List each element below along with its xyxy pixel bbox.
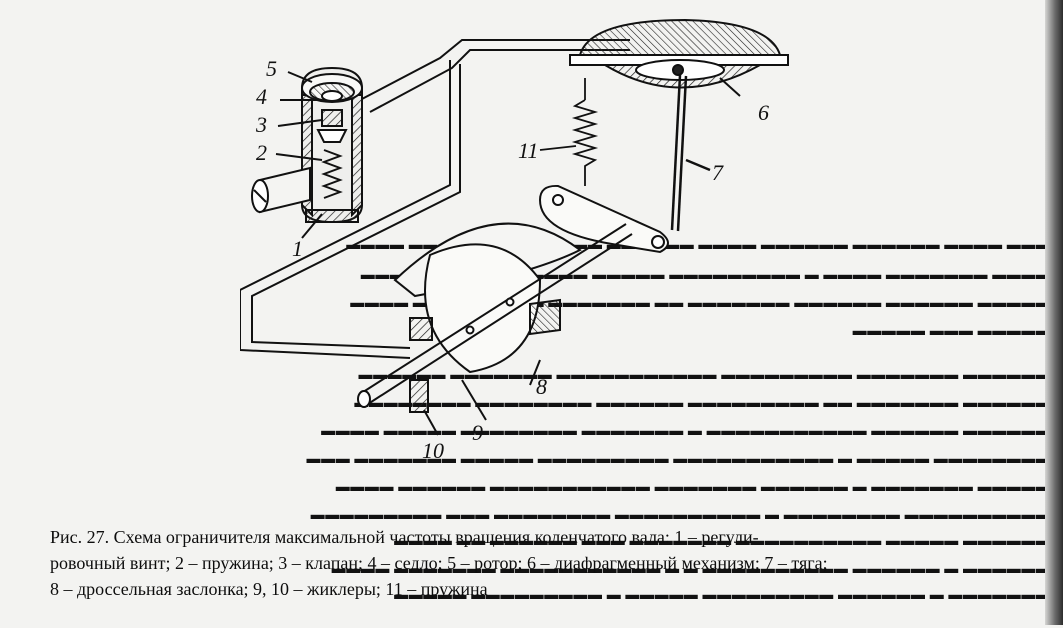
- label-6: 6: [758, 100, 769, 125]
- throttle-valve: [357, 222, 633, 408]
- diaphragm-mechanism: [569, 18, 789, 97]
- label-3: 3: [255, 112, 267, 137]
- label-4: 4: [256, 84, 267, 109]
- caption-line-2: ровочный винт; 2 – пружина; 3 – клапан; …: [50, 553, 828, 573]
- spring-11: [539, 78, 599, 186]
- label-5: 5: [266, 56, 277, 81]
- limiter-diagram: 5 4 3 2 1 6 7 11 8 9 10: [240, 18, 789, 463]
- label-11: 11: [518, 138, 538, 163]
- label-7: 7: [712, 160, 724, 185]
- caption-line-1: Рис. 27. Схема ограничителя максимальной…: [50, 527, 759, 547]
- label-9: 9: [472, 420, 483, 445]
- jets: [409, 379, 487, 436]
- rotor-assembly: [251, 66, 363, 239]
- label-8: 8: [536, 374, 547, 399]
- rod: [670, 74, 711, 232]
- label-1: 1: [292, 236, 303, 261]
- figure-caption: Рис. 27. Схема ограничителя максимальной…: [50, 524, 1040, 602]
- throttle-lever: [538, 184, 669, 254]
- caption-line-3: 8 – дроссельная заслонка; 9, 10 – жиклер…: [50, 579, 488, 599]
- connecting-tube: [240, 39, 630, 359]
- label-10: 10: [422, 438, 444, 463]
- label-2: 2: [256, 140, 267, 165]
- scan-edge-shadow: [1045, 0, 1063, 625]
